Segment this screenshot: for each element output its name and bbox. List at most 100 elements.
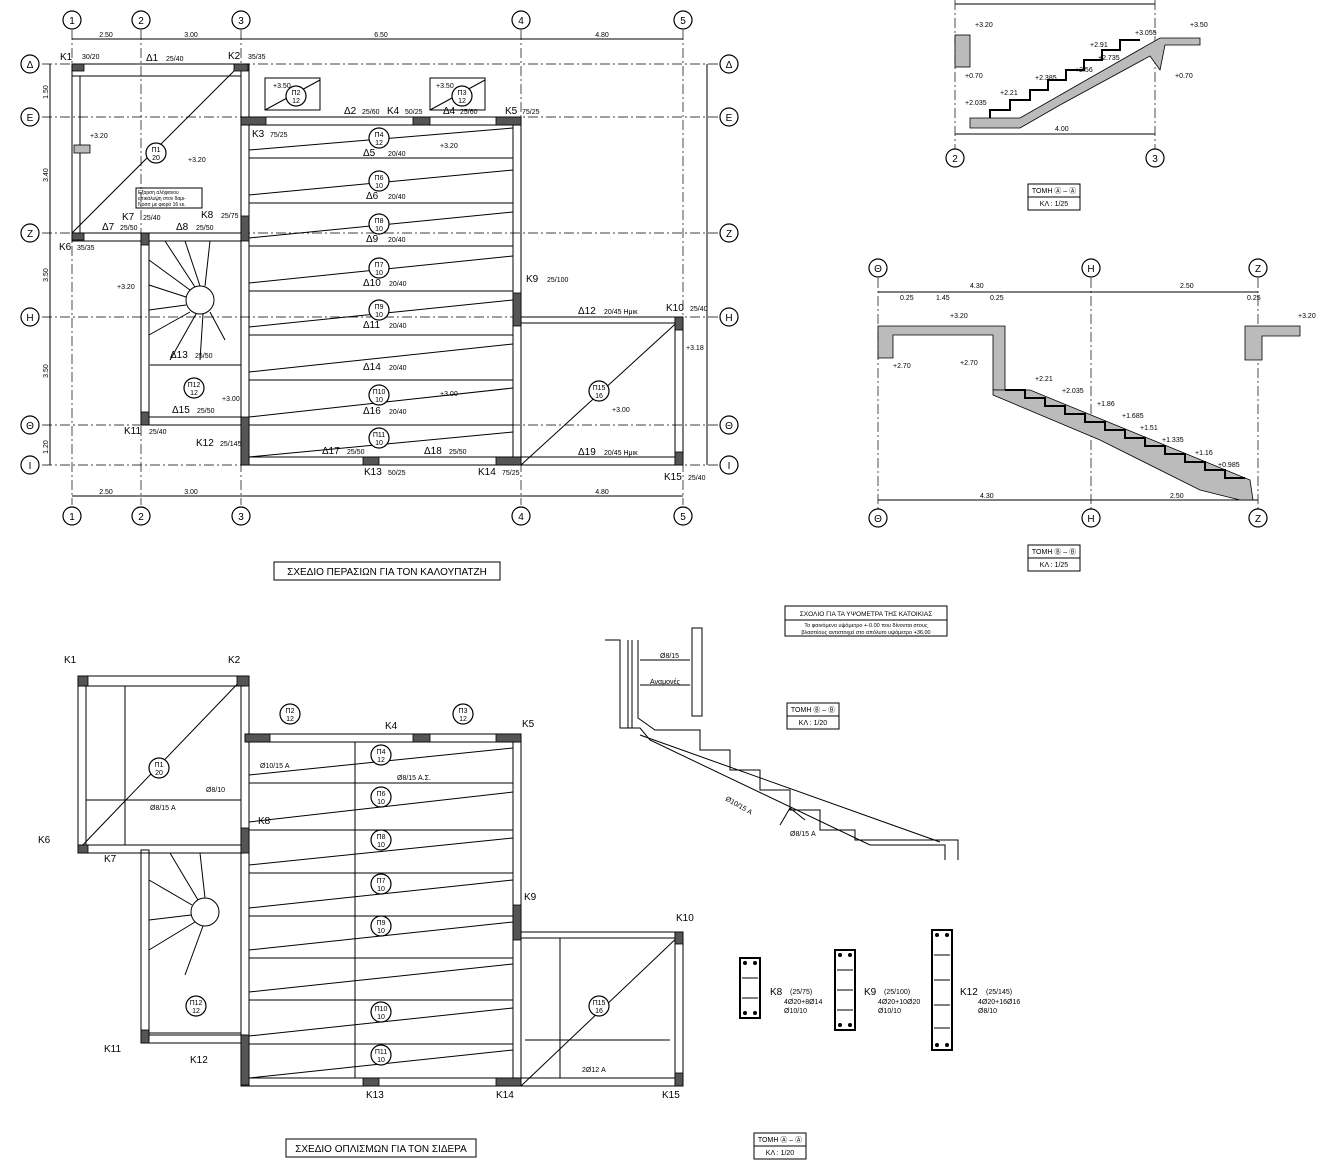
- grid-label: 1: [69, 16, 75, 27]
- level-label: +3.18: [686, 345, 704, 352]
- slab-thickness: 20: [155, 770, 163, 777]
- level-label: +2.385: [1035, 75, 1057, 82]
- beam-size: 20/40: [388, 151, 406, 158]
- column-label: K4: [385, 721, 398, 732]
- level-label: +2.21: [1035, 376, 1053, 383]
- beam-size: 20/40: [389, 409, 407, 416]
- column-labels-rebar: K1 K2 K4 K5 K6 K7 K8 K9 K10 K11 K12 K13 …: [38, 655, 694, 1101]
- level-label: +1.685: [1122, 413, 1144, 420]
- rebar-labels: Ø8/15 Α Ø8/15 Α.Σ. Ø10/15 Α 2Ø12 Α Ø8/10: [150, 763, 606, 1074]
- note-line: Το φαινόμενο υψόμετρο +-0.00 που δίνοντα…: [804, 622, 928, 629]
- grid-label: Ε: [27, 113, 34, 124]
- beam-size: 25/50: [449, 449, 467, 456]
- dim-label: 2.50: [99, 489, 113, 496]
- level-label: +2.70: [893, 363, 911, 370]
- slab-label: Π7: [377, 878, 386, 885]
- column-label: K10: [676, 913, 694, 924]
- grid-label: 3: [238, 16, 244, 27]
- grid-label: 5: [680, 512, 686, 523]
- rebar-spec: 4Ø20+8Ø14: [784, 999, 822, 1006]
- grid-label: Η: [26, 313, 33, 324]
- grid-label: Δ: [726, 60, 733, 71]
- column-label: K8: [201, 210, 214, 221]
- column-label: K11: [124, 426, 141, 437]
- dim-label: 3.00: [184, 489, 198, 496]
- column-label: K2: [228, 655, 241, 666]
- column-label: K6: [38, 835, 51, 846]
- grid-label: 3: [1152, 154, 1158, 165]
- grid-label: 4: [518, 16, 524, 27]
- level-label: +2.21: [1000, 90, 1018, 97]
- dim-label: 3.00: [184, 32, 198, 39]
- level-label: +1.51: [1140, 425, 1158, 432]
- slab-thickness: 20: [152, 155, 160, 162]
- slab-label: Π2: [286, 708, 295, 715]
- column-label: K8: [258, 816, 271, 827]
- grid-label: 5: [680, 16, 686, 27]
- dim-label: 1.45: [936, 295, 950, 302]
- beam-label: Δ16: [363, 406, 381, 417]
- slab-thickness: 10: [375, 270, 383, 277]
- column-label: K14: [496, 1090, 514, 1101]
- slab-label: Π1: [155, 762, 164, 769]
- slab-label: Π12: [188, 382, 201, 389]
- note-line: βλαστέους αντιστοιχεί στο απόλυτο υψόμετ…: [801, 629, 930, 636]
- slab-label: Π1: [152, 147, 161, 154]
- column-label: K7: [104, 854, 117, 865]
- beam-label: Δ8: [176, 222, 189, 233]
- dim-label: 1.50: [43, 85, 50, 99]
- section-label: ΤΟΜΗ Ⓐ – Ⓐ: [758, 1136, 802, 1144]
- section-label: ΤΟΜΗ Ⓐ – Ⓐ: [1032, 187, 1076, 195]
- dim-label: 0.25: [900, 295, 914, 302]
- column-size: 25/145: [220, 441, 242, 448]
- level-label: +3.50: [1190, 22, 1208, 29]
- level-label: +3.20: [440, 143, 458, 150]
- beam-size: 20/40: [388, 194, 406, 201]
- grid-label: Ζ: [27, 229, 33, 240]
- level-label: +3.50: [273, 83, 291, 90]
- section-scale: ΚΛ : 1/20: [766, 1150, 795, 1157]
- slab-thickness: 12: [190, 390, 198, 397]
- slab-thickness: 12: [292, 98, 300, 105]
- beam-size: 25/60: [362, 109, 380, 116]
- beam-label: Δ11: [363, 320, 380, 331]
- slab-label: Π10: [373, 389, 386, 396]
- rebar-note: Ø8/15: [660, 653, 679, 660]
- beam-size: 25/40: [166, 56, 184, 63]
- beam-label: Δ18: [424, 446, 442, 457]
- note-line: επικάλυψη στον δαμι-: [138, 195, 186, 202]
- column-size: 25/40: [143, 215, 161, 222]
- grid-label: Δ: [27, 60, 34, 71]
- column-size: 50/25: [405, 109, 423, 116]
- beam-size: 25/60: [460, 109, 478, 116]
- beam-label: Δ7: [102, 222, 115, 233]
- grid-label: Ι: [728, 461, 731, 472]
- column-size: 25/40: [688, 475, 706, 482]
- grid-label: Θ: [26, 421, 34, 432]
- grid-label: Ζ: [1255, 514, 1261, 525]
- level-label: +2.035: [965, 100, 987, 107]
- level-label: +3.055: [1135, 30, 1157, 37]
- dim-label: 3.50: [43, 364, 50, 378]
- slab-label: Π2: [292, 90, 301, 97]
- column-size: 30/20: [82, 54, 100, 61]
- dim-label: 3.40: [43, 168, 50, 182]
- formwork-plan: 1 2 3 4 5 1 2 3 4 5 Δ Ε Ζ Η Θ Ι Δ Ε Ζ Η …: [20, 10, 739, 581]
- slab-label: Π3: [459, 708, 468, 715]
- slab-label: Π15: [593, 385, 606, 392]
- formwork-plan-title: ΣΧΕΔΙΟ ΠΕΡΑΣΙΩΝ ΓΙΑ ΤΟΝ ΚΑΛΟΥΠΑΤΖΗ: [287, 567, 487, 578]
- grid-label: 1: [69, 512, 75, 523]
- column-size: 35/35: [77, 245, 95, 252]
- column-label: K6: [59, 242, 72, 253]
- beam-label: Δ15: [172, 405, 190, 416]
- level-marks: +3.20 +3.50 +3.50 +3.20 +3.20 +3.20 +3.0…: [90, 83, 704, 414]
- section-scale: ΚΛ : 1/25: [1040, 562, 1069, 569]
- column-size: 25/100: [547, 277, 569, 284]
